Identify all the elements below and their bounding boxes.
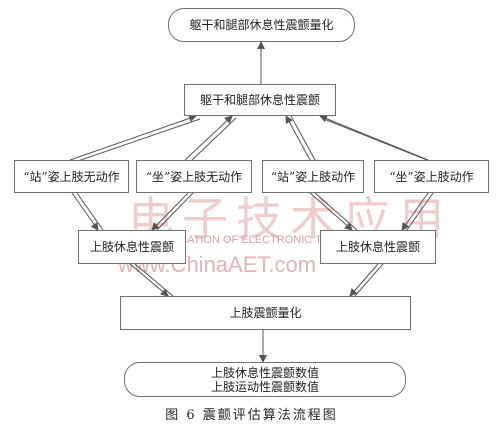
node-trunk-leg-tremor: 躯干和腿部休息性震颤	[184, 84, 336, 116]
arrow-sit-no-move-down-b	[156, 192, 194, 231]
arrow-left-rest-to-quant-a	[129, 263, 169, 297]
node-sit-no-move-label: “坐”姿上肢无动作	[145, 169, 243, 184]
arrow-sit-move-up-b	[323, 118, 433, 163]
node-upper-quant-label: 上肢震颤量化	[229, 306, 302, 320]
arrow-stand-no-move-down-b	[76, 192, 104, 231]
node-trunk-leg-tremor-label: 躯干和腿部休息性震颤	[199, 93, 320, 107]
node-stand-no-move: “站”姿上肢无动作	[14, 160, 129, 193]
node-stand-move: “站”姿上肢动作	[262, 160, 364, 193]
node-stand-move-label: “站”姿上肢动作	[270, 169, 356, 184]
arrow-sit-move-up-a	[319, 114, 429, 161]
node-output-motion-value: 上肢运动性震颤数值	[210, 379, 319, 394]
node-stand-no-move-label: “站”姿上肢无动作	[23, 169, 120, 184]
node-upper-rest-tremor-right: 上肢休息性震颤	[320, 230, 436, 264]
arrow-stand-no-move-up-a	[69, 114, 197, 161]
node-upper-rest-tremor-left-label: 上肢休息性震颤	[89, 240, 174, 254]
node-trunk-leg-quant: 躯干和腿部休息性震颤量化	[168, 8, 355, 42]
arrow-stand-move-down-a	[309, 192, 353, 231]
arrow-stand-no-move-down-a	[71, 192, 99, 231]
arrow-stand-move-up-b	[290, 115, 316, 161]
arrow-sit-no-move-up-a	[184, 115, 233, 161]
figure-caption: 图 6 震颤评估算法流程图	[165, 408, 338, 423]
arrow-left-rest-to-quant-b	[134, 263, 174, 297]
arrow-stand-move-down-b	[314, 192, 358, 231]
node-sit-no-move: “坐”姿上肢无动作	[136, 160, 252, 193]
arrow-stand-move-up-a	[285, 115, 311, 161]
arrow-stand-no-move-up-b	[74, 118, 201, 163]
node-sit-move: “坐”姿上肢动作	[374, 160, 489, 193]
arrow-sit-no-move-down-a	[151, 192, 189, 231]
arrow-right-rest-to-quant-a	[349, 263, 379, 297]
arrow-sit-no-move-up-b	[189, 117, 237, 163]
node-output-values: 上肢休息性震颤数值 上肢运动性震颤数值	[124, 362, 406, 397]
arrow-right-rest-to-quant-b	[354, 263, 384, 297]
node-upper-rest-tremor-right-label: 上肢休息性震颤	[335, 240, 420, 254]
node-upper-rest-tremor-left: 上肢休息性震颤	[78, 230, 186, 264]
node-sit-move-label: “坐”姿上肢动作	[389, 169, 474, 184]
node-trunk-leg-quant-label: 躯干和腿部休息性震颤量化	[189, 18, 334, 32]
arrow-sit-move-down-a	[401, 192, 429, 231]
node-upper-quant: 上肢震颤量化	[120, 296, 411, 330]
arrow-sit-move-down-b	[406, 192, 434, 231]
node-output-rest-value: 上肢休息性震颤数值	[210, 365, 319, 380]
